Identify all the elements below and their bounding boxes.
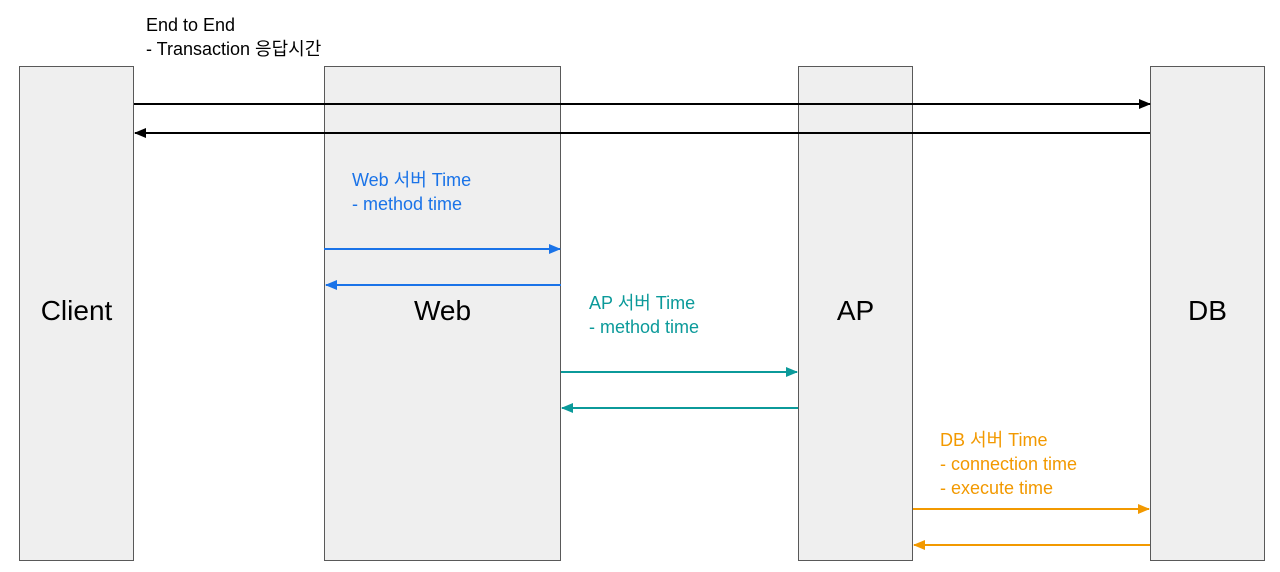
db-server-detail-execute: - execute time: [940, 478, 1054, 498]
end-to-end-detail: - Transaction 응답시간: [146, 39, 322, 59]
db-server-detail-connection: - connection time: [940, 454, 1078, 474]
db-label: DB: [1188, 294, 1227, 326]
db-box: DB: [1150, 66, 1265, 561]
ap-box: AP: [798, 66, 913, 561]
ap-server-title: AP 서버 Time: [589, 293, 696, 313]
web-server-note: Web 서버 Time - method time: [352, 168, 471, 216]
db-server-title: DB 서버 Time: [940, 430, 1048, 450]
web-label: Web: [413, 294, 472, 326]
ap-server-note: AP 서버 Time - method time: [589, 291, 699, 339]
client-box: Client: [19, 66, 134, 561]
web-server-title: Web 서버 Time: [352, 170, 472, 190]
end-to-end-title: End to End: [146, 15, 236, 35]
client-label: Client: [40, 294, 113, 326]
web-server-detail: - method time: [352, 194, 463, 214]
web-box: Web: [324, 66, 561, 561]
db-server-note: DB 서버 Time - connection time - execute t…: [940, 428, 1077, 500]
ap-server-detail: - method time: [589, 317, 700, 337]
ap-label: AP: [836, 294, 875, 326]
end-to-end-note: End to End - Transaction 응답시간: [146, 13, 321, 61]
